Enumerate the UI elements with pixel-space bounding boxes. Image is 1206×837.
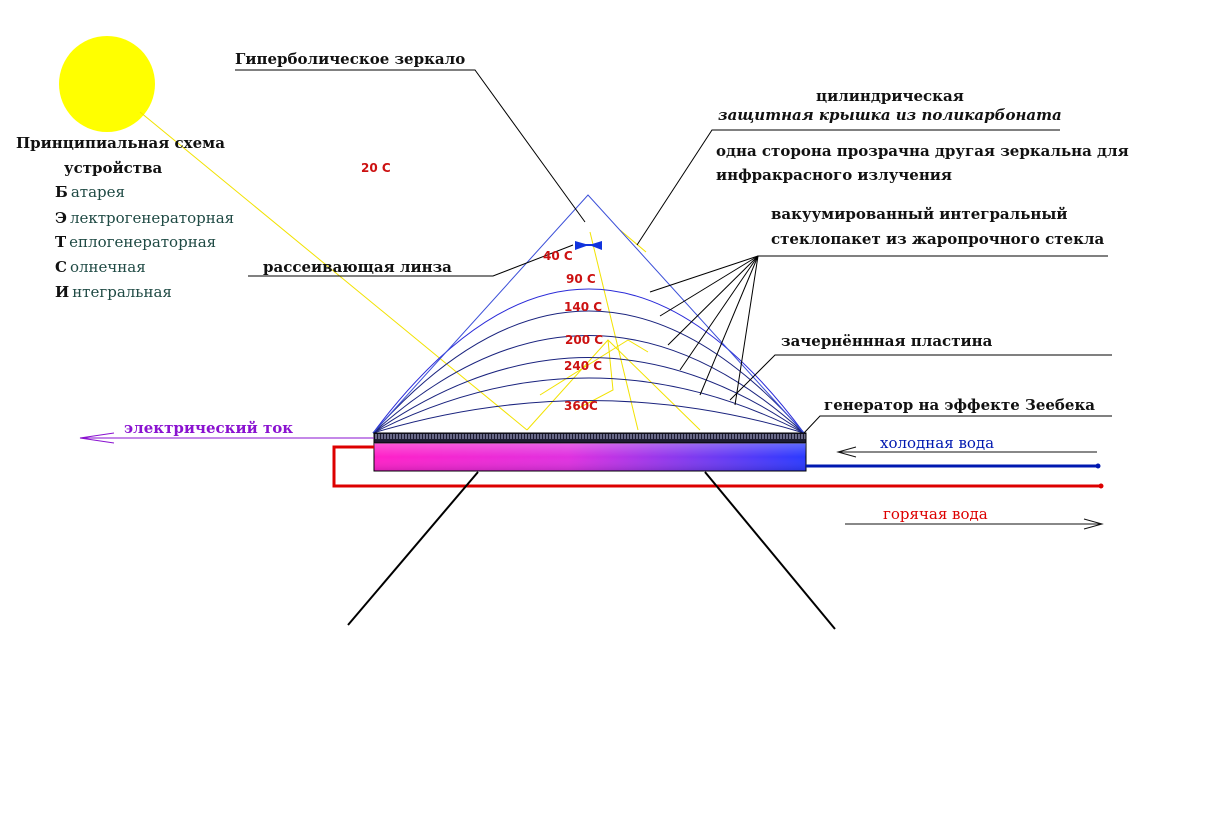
temperature-label: 200 C [565,333,604,347]
hot-water-arrow-icon [845,518,1104,530]
temperature-label: 240 C [564,359,603,373]
label-blackened-plate: зачернённная пластина [781,332,993,350]
label-glass-unit-line1: вакуумированный интегральный [771,205,1068,223]
label-one-side-line1: одна сторона прозрачна другая зеркальна … [716,142,1129,160]
hyperbolic-mirror-arcs [372,288,805,434]
scheme-item-rest: лектрогенераторная [69,209,235,227]
label-protective-cover: защитная крышка из поликарбоната [718,106,1062,124]
scheme-item-rest: нтегральная [72,283,172,301]
scheme-item-initial: С [55,258,67,276]
temperature-label: 20 C [361,161,391,175]
diffusing-lens-icon [575,241,602,250]
label-glass-unit-line2: стеклопакет из жаропрочного стекла [771,230,1105,248]
label-hyperbolic-mirror: Гиперболическое зеркало [235,50,466,68]
sun-rays [139,111,701,431]
label-cylindrical: цилиндрическая [816,87,964,105]
label-one-side-line2: инфракрасного излучения [716,166,953,184]
cold-water-arrow-icon [836,446,1097,458]
sun-icon [59,36,155,132]
stand-leg-left [347,471,479,626]
temperature-label: 360C [564,399,598,413]
label-cold-water: холодная вода [880,434,995,452]
leader-lines [235,69,1112,434]
label-diffusing-lens: рассеивающая линза [263,258,452,276]
temperature-label: 140 C [564,300,603,314]
scheme-item-initial: Т [55,233,67,251]
electric-current-arrow-icon [79,432,374,444]
scheme-item-rest: еплогенераторная [69,233,217,251]
scheme-item-initial: Э [55,209,67,227]
temperature-label: 40 C [543,249,573,263]
label-hot-water: горячая вода [883,505,988,523]
label-seebeck-generator: генератор на эффекте Зеебека [824,396,1096,414]
stand-leg-right [704,471,836,630]
scheme-item-rest: атарея [70,183,125,201]
scheme-title-line2: устройства [64,159,163,177]
scheme-item-initial: Б [55,183,68,201]
label-electric-current: электрический ток [124,419,294,437]
scheme-item-initial: И [55,283,70,301]
protective-cover [372,194,805,434]
scheme-title-line1: Принципиальная схема [16,134,225,152]
temperature-label: 90 C [566,272,596,286]
seebeck-generator-strip [373,432,807,444]
scheme-item-rest: олнечная [69,258,146,276]
